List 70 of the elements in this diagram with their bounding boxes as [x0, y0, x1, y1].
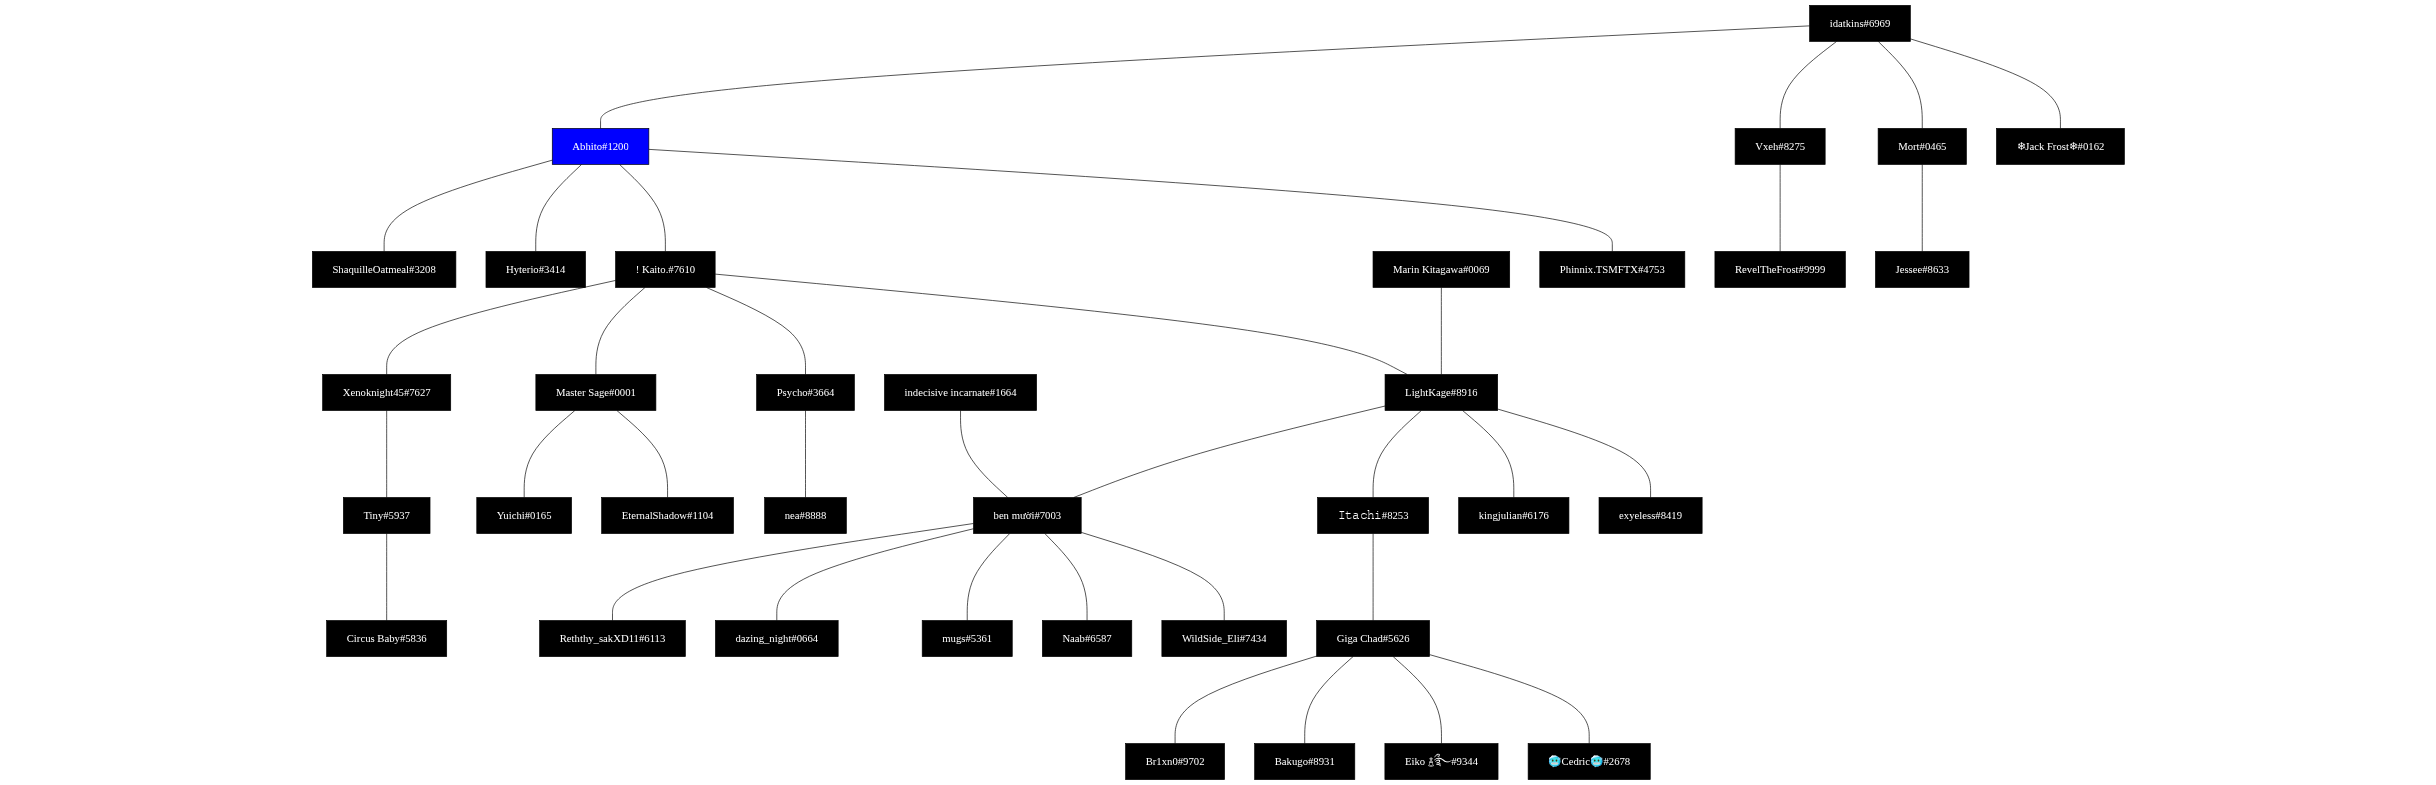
- node-box: Giga Chad#5626: [1315, 620, 1430, 657]
- node-box: 𝙸𝚝𝚊𝚌𝚑𝚒#8253: [1316, 497, 1429, 534]
- node-box: Vxeh#8275: [1734, 128, 1826, 165]
- node-box: Mort#0465: [1877, 128, 1967, 165]
- connector: [1304, 656, 1353, 744]
- connector: [1080, 532, 1225, 621]
- connector: [1909, 38, 2061, 129]
- connector: [599, 25, 1810, 129]
- node-box: Phinnix.TSMFTX#4753: [1539, 251, 1685, 288]
- node-box: ❄Jack Frost❄#0162: [1995, 128, 2125, 165]
- connector: [611, 523, 974, 621]
- node-box: Xenoknight45#7627: [321, 374, 451, 411]
- node-box: Reththy_sakXD11#6113: [538, 620, 686, 657]
- connector: [648, 149, 1613, 252]
- connector: [966, 533, 1010, 621]
- connector: [535, 164, 582, 252]
- node-box: mugs#5361: [921, 620, 1013, 657]
- node-box: 🥶Cedric🥶#2678: [1527, 743, 1651, 780]
- connector: [1372, 533, 1374, 621]
- node-box: ShaquilleOatmeal#3208: [311, 251, 456, 288]
- connector: [804, 410, 806, 498]
- connector: [1461, 410, 1514, 498]
- connector: [714, 273, 1408, 375]
- connector: [1779, 41, 1837, 129]
- node-box: WildSide_Eli#7434: [1161, 620, 1287, 657]
- node-box: Jessee#8633: [1874, 251, 1969, 288]
- connector: [1392, 656, 1442, 744]
- node-box: ! Kaito.#7610: [614, 251, 716, 288]
- node-box: EternalShadow#1104: [600, 497, 734, 534]
- connector: [1428, 654, 1590, 744]
- node-box: Circus Baby#5836: [325, 620, 447, 657]
- connector: [383, 159, 553, 252]
- connector: [1496, 408, 1651, 498]
- node-box: Naab#6587: [1041, 620, 1132, 657]
- node-box: Abhito#1200: [551, 128, 649, 165]
- node-box: nea#8888: [763, 497, 847, 534]
- node-box: Tiny#5937: [342, 497, 430, 534]
- node-box: Marin Kitagawa#0069: [1372, 251, 1510, 288]
- connector: [1779, 164, 1781, 252]
- connector: [1073, 405, 1385, 498]
- connector: [776, 528, 974, 621]
- connector: [616, 410, 668, 498]
- node-box: Psycho#3664: [755, 374, 855, 411]
- node-box: Br1xn0#9702: [1124, 743, 1225, 780]
- connector: [618, 164, 666, 252]
- node-box: kingjulian#6176: [1457, 497, 1569, 534]
- node-box: Yuichi#0165: [476, 497, 572, 534]
- connector: [1921, 164, 1923, 252]
- node-box: Master Sage#0001: [535, 374, 656, 411]
- connector: [959, 410, 1008, 498]
- connector: [523, 410, 575, 498]
- connector: [595, 287, 645, 375]
- node-box: indecisive incarnate#1664: [883, 374, 1037, 411]
- node-box: LightKage#8916: [1384, 374, 1498, 411]
- connector: [1044, 533, 1087, 621]
- node-box: exyeless#8419: [1598, 497, 1703, 534]
- node-box: RevelTheFrost#9999: [1714, 251, 1846, 288]
- node-box: ben mười#7003: [972, 497, 1082, 534]
- connector: [1174, 655, 1317, 744]
- connector: [385, 533, 387, 621]
- connector: [385, 410, 387, 498]
- connector: [1440, 287, 1442, 375]
- node-box: Bakugo#8931: [1253, 743, 1355, 780]
- node-box: idatkins#6969: [1808, 5, 1911, 42]
- node-box: Hyterio#3414: [485, 251, 586, 288]
- connector: [385, 280, 616, 375]
- connector: [1877, 41, 1923, 129]
- node-box: Eiko ࿄ྀ࿐#9344: [1384, 743, 1498, 780]
- node-box: dazing_night#0664: [714, 620, 839, 657]
- connector: [1372, 410, 1422, 498]
